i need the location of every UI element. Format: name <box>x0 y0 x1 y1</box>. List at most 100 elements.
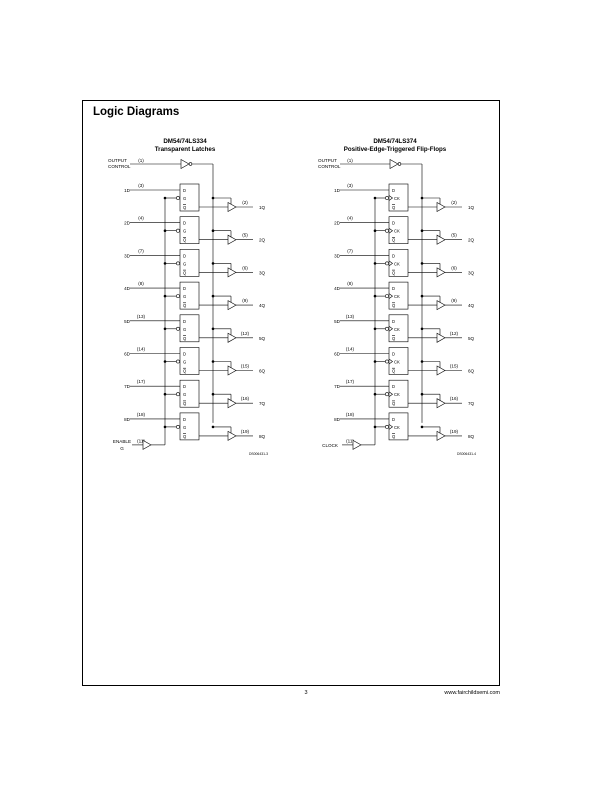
ls334-control-pin: (11) <box>137 438 145 443</box>
ls374-output-buffer <box>436 267 446 278</box>
ls374-enable-junction <box>420 262 424 265</box>
ls374-enable-junction <box>420 425 424 429</box>
ls374-clock-edge <box>388 358 394 365</box>
ls374-title: DM54/74LS374 <box>373 138 417 145</box>
ls334-input-pin: (17) <box>137 379 146 384</box>
ls334-enable-junction <box>211 229 215 232</box>
ls374-control-label: CLOCK <box>322 443 339 448</box>
ls374-cell-bubble <box>385 326 389 331</box>
ls334-output-buffer <box>227 398 237 409</box>
ls374-cell-q-label: Q <box>392 369 396 374</box>
ls374-input-label: 6D <box>334 352 341 357</box>
ls334-input-pin: (18) <box>137 412 146 417</box>
ls334-output-label: 7Q <box>259 401 266 406</box>
ls374-output-pin: (2) <box>451 200 457 205</box>
section-title: Logic Diagrams <box>93 106 180 118</box>
ls334-oc-bubble <box>188 162 193 166</box>
ls334-cell-bubble <box>176 196 180 200</box>
ls334-output-buffer <box>227 300 237 311</box>
ls334-control-junction <box>163 262 167 265</box>
ls374-figure-code: DS006431-4 <box>457 452 476 456</box>
ls374-clock-edge <box>388 293 394 299</box>
ls374-cell-d-label: D <box>392 253 395 258</box>
ls374-enable-junction <box>420 196 424 200</box>
ls334-cell-d-label: D <box>183 384 186 389</box>
ls334-output-pin: (5) <box>242 233 248 238</box>
ls374-cell-q-label: Q <box>392 303 396 308</box>
ls374-cell-ck-label: CK <box>394 327 400 332</box>
ls374-cell <box>388 379 409 408</box>
ls334-input-label: 1D <box>124 188 131 193</box>
ls374-cell-bubble <box>385 392 389 397</box>
ls334-output-label: 3Q <box>259 270 266 275</box>
ls334-cell-q-label: Q <box>183 369 187 374</box>
ls374-cell <box>388 249 409 277</box>
ls374-input-label: 1D <box>334 188 341 193</box>
ls374-input-pin: (13) <box>346 314 355 319</box>
ls374-cell-q-label: Q <box>392 205 396 210</box>
ls374-output-pin: (19) <box>450 429 459 434</box>
ls334-output-control-label-2: CONTROL <box>108 164 131 169</box>
ls334-control-buffer <box>142 439 152 450</box>
ls334-output-label: 5Q <box>259 336 266 341</box>
ls334-input-label: 7D <box>124 384 131 389</box>
ls334-enable-junction <box>211 294 215 298</box>
ls374-control-junction <box>373 360 377 363</box>
ls334-cell-g-label: G <box>183 392 186 397</box>
ls374-input-pin: (7) <box>347 248 353 253</box>
ls374-cell <box>388 183 409 212</box>
ls374-cell-ck-label: CK <box>394 261 400 266</box>
ls334-cell-q-label: Q <box>183 401 187 406</box>
ls374-output-pin: (5) <box>451 233 457 238</box>
ls374-cell-q-label: Q <box>392 434 396 439</box>
ls374-clock-edge <box>388 391 394 397</box>
ls334-output-buffer <box>227 365 237 376</box>
ls334-input-pin: (14) <box>137 347 146 352</box>
ls334-cell-d-label: D <box>183 188 186 193</box>
ls374-cell <box>388 347 409 375</box>
ls374-output-control-label-2: CONTROL <box>318 164 341 169</box>
ls334-input-label: 5D <box>124 319 131 324</box>
ls334-input-pin: (4) <box>138 216 144 221</box>
ls374-cell-ck-label: CK <box>394 425 400 430</box>
ls334-cell <box>179 216 200 244</box>
page-number: 3 <box>304 690 308 696</box>
ls334-control-junction <box>163 294 167 298</box>
ls374-output-label: 3Q <box>468 270 475 275</box>
ls374-cell-ck-label: CK <box>394 392 400 397</box>
ls334-cell-g-label: G <box>183 425 186 430</box>
ls334-control-label-2: G <box>120 446 124 451</box>
ls334-output-control-pin: (1) <box>138 158 144 163</box>
ls334-output-pin: (9) <box>242 298 248 303</box>
ls334-cell-d-label: D <box>183 417 186 422</box>
ls374-output-buffer <box>436 234 446 245</box>
ls374-cell-bubble <box>385 261 389 266</box>
ls374-input-label: 2D <box>334 221 341 226</box>
ls374-oc-buffer <box>389 158 399 170</box>
ls334-cell-g-label: G <box>183 261 186 266</box>
ls334-enable-junction <box>211 327 215 331</box>
ls334-cell-g-label: G <box>183 294 186 299</box>
ls374-output-label: 6Q <box>468 369 475 374</box>
ls374-output-control-pin: (1) <box>347 158 353 163</box>
ls374-input-label: 3D <box>334 253 341 258</box>
ls334-enable-junction <box>211 262 215 265</box>
ls374-control-junction <box>373 262 377 265</box>
ls374-output-pin: (12) <box>450 331 459 336</box>
ls374-control-junction <box>373 425 377 429</box>
ls334-output-pin: (2) <box>242 200 248 205</box>
ls374-output-buffer <box>436 430 446 441</box>
ls334-output-pin: (16) <box>241 396 250 401</box>
ls334-output-buffer <box>227 430 237 441</box>
ls334-input-label: 2D <box>124 221 131 226</box>
ls374-clock-edge <box>388 260 394 267</box>
ls334-cell-q-label: Q <box>183 238 187 243</box>
ls374-output-pin: (9) <box>451 298 457 303</box>
ls374-cell-q-label: Q <box>392 401 396 406</box>
ls374-input-label: 7D <box>334 384 341 389</box>
ls334-input-pin: (3) <box>138 183 144 188</box>
ls334-control-junction <box>163 425 167 429</box>
ls374-output-label: 5Q <box>468 336 475 341</box>
ls374-output-buffer <box>436 201 446 213</box>
